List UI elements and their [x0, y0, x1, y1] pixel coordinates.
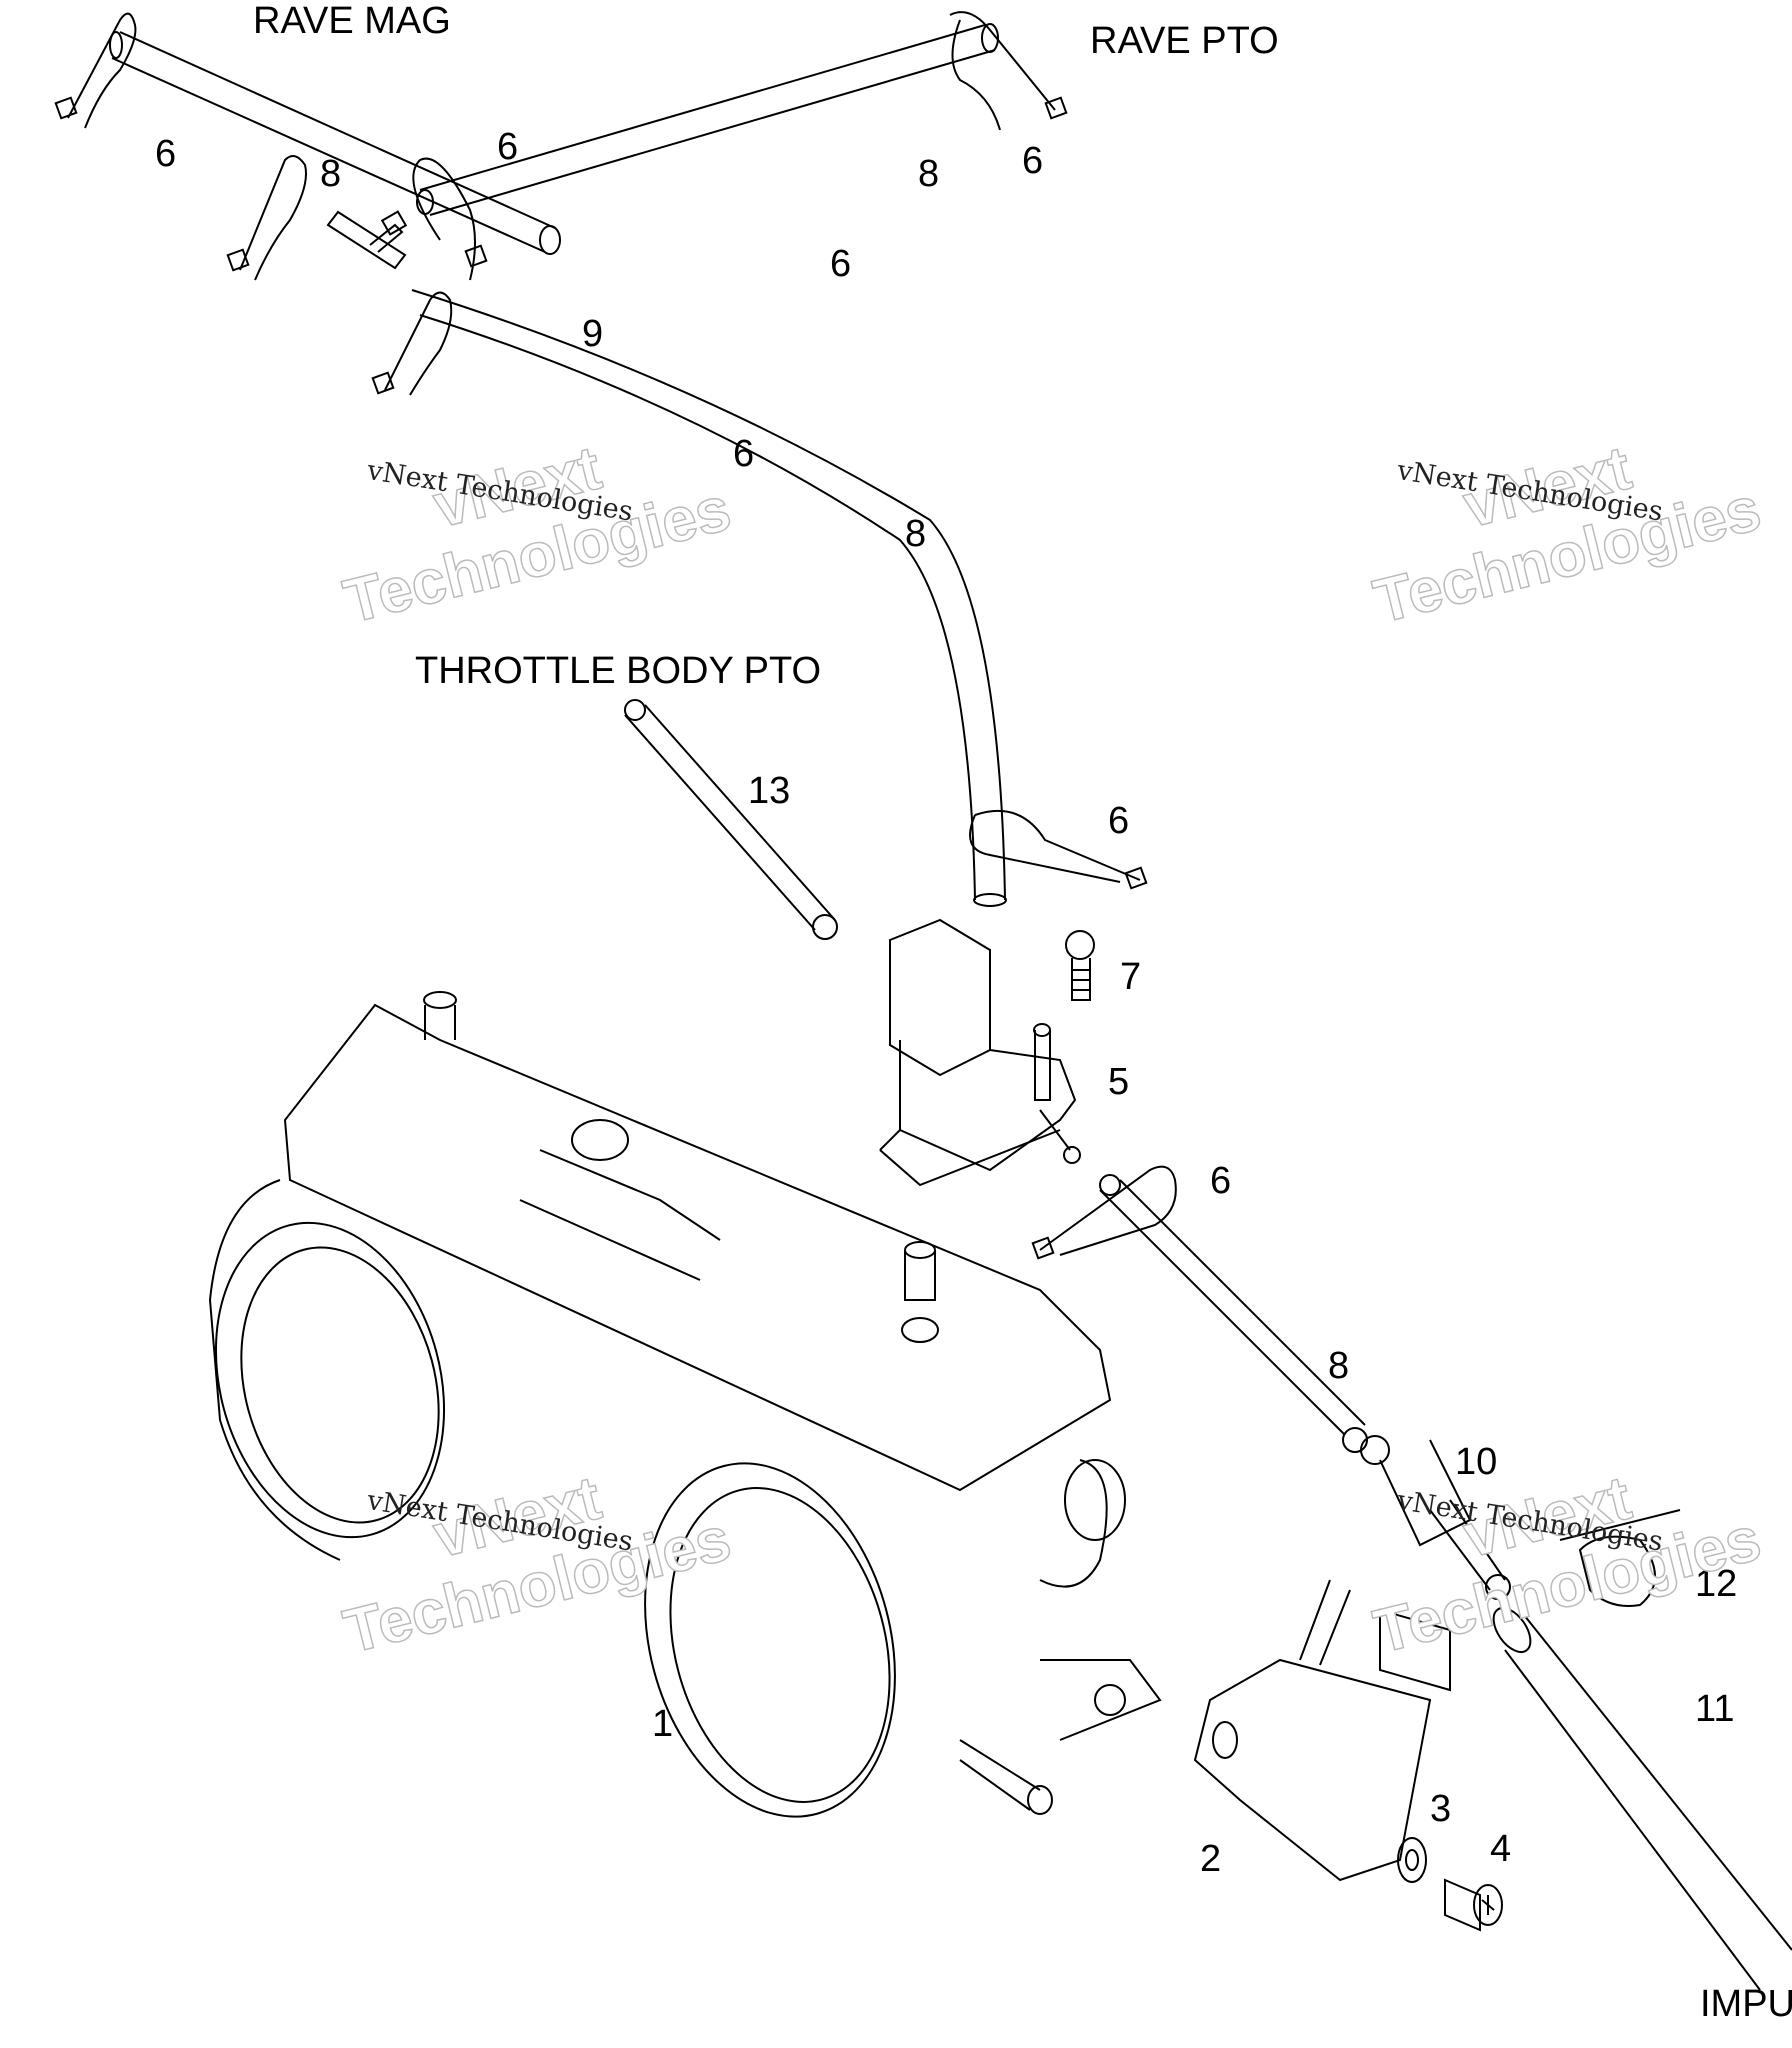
callout-8: 8: [320, 153, 342, 195]
callout-11: 11: [1695, 1688, 1735, 1730]
callout-6: 6: [733, 433, 755, 475]
hose-center-curve: [411, 289, 1007, 907]
tie-wrap-3: [412, 157, 488, 281]
tie-wrap-4: [949, 11, 1068, 131]
tie-wrap-7: [1031, 1165, 1177, 1260]
callout-13: 13: [748, 770, 791, 812]
tee-fitting: [326, 210, 408, 270]
label-rave-pto: RAVE PTO: [1090, 20, 1279, 62]
tie-wrap-5: [371, 291, 453, 396]
tie-wrap-2: [226, 155, 307, 281]
hose-11: [1492, 1607, 1792, 1991]
callout-9: 9: [582, 313, 604, 355]
connector-fitting: [1360, 1435, 1511, 1600]
callout-7: 7: [1120, 956, 1142, 998]
callout-1: 1: [652, 1703, 674, 1745]
callout-6: 6: [1210, 1160, 1232, 1202]
callout-12: 12: [1695, 1563, 1738, 1605]
hose-lower: [1099, 1174, 1368, 1453]
callout-6: 6: [1108, 800, 1130, 842]
callout-10: 10: [1455, 1441, 1498, 1483]
tie-wrap-1: [54, 12, 137, 129]
callout-3: 3: [1430, 1788, 1452, 1830]
throttle-body: [208, 991, 1162, 1818]
callout-8: 8: [918, 153, 940, 195]
callout-8: 8: [905, 513, 927, 555]
tie-wrap-6: [969, 809, 1148, 890]
callout-2: 2: [1200, 1838, 1222, 1880]
hose-rave-pto: [416, 23, 999, 216]
callout-8: 8: [1328, 1345, 1350, 1387]
screw-7: [1065, 930, 1095, 1001]
label-rave-mag: RAVE MAG: [253, 0, 451, 42]
label-impulse: IMPU: [1700, 1983, 1792, 2025]
callout-5: 5: [1108, 1061, 1130, 1103]
callout-6: 6: [830, 243, 852, 285]
hose-13: [624, 699, 838, 940]
clamp-12: [1559, 1509, 1681, 1607]
solenoid-valve: [879, 918, 1081, 1187]
sensor: [1193, 1579, 1451, 1882]
callout-4: 4: [1490, 1828, 1512, 1870]
callout-6: 6: [1022, 140, 1044, 182]
screw-4: [1444, 1878, 1503, 1932]
washer: [1397, 1837, 1427, 1883]
callout-6: 6: [497, 126, 519, 168]
hose-rave-mag: [109, 31, 561, 255]
callout-6: 6: [155, 133, 177, 175]
label-throttle-body-pto: THROTTLE BODY PTO: [415, 650, 822, 692]
